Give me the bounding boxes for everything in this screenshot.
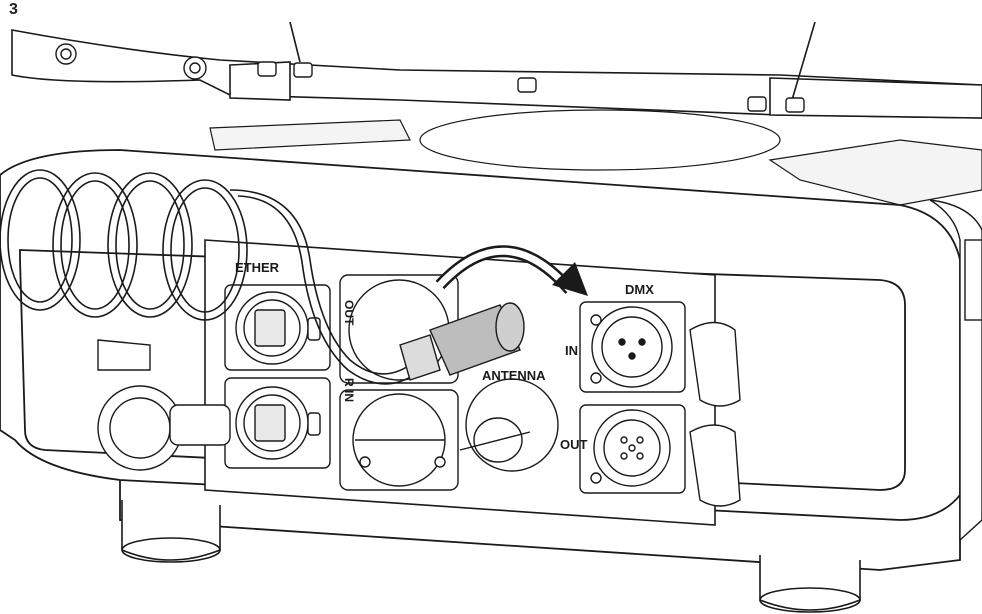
ethernet-port-upper bbox=[224, 284, 331, 371]
power-out-label: OUT bbox=[342, 300, 356, 326]
dmx-label: DMX bbox=[625, 282, 654, 297]
head-vents bbox=[209, 109, 982, 206]
ethernet-label: ETHER bbox=[235, 260, 280, 275]
right-housing bbox=[929, 199, 982, 542]
dmx-out-connector bbox=[579, 404, 741, 507]
coiled-cable bbox=[0, 169, 415, 385]
antenna-label: ANTENNA bbox=[482, 368, 546, 383]
dmx-in-connector bbox=[579, 301, 741, 407]
dmx-in-label: IN bbox=[565, 343, 578, 358]
antenna-socket bbox=[459, 378, 559, 472]
left-dust-caps bbox=[97, 339, 231, 471]
top-screws bbox=[55, 43, 805, 113]
antenna-cable-plug bbox=[399, 302, 525, 381]
ethernet-port-lower bbox=[224, 377, 331, 469]
base-feet bbox=[121, 500, 861, 613]
step-number: 3 bbox=[9, 1, 18, 18]
top-yoke-bar bbox=[11, 21, 982, 119]
power-in-label: R IN bbox=[342, 378, 356, 402]
dmx-out-label: OUT bbox=[560, 437, 588, 452]
curved-arrow-icon bbox=[435, 245, 588, 296]
